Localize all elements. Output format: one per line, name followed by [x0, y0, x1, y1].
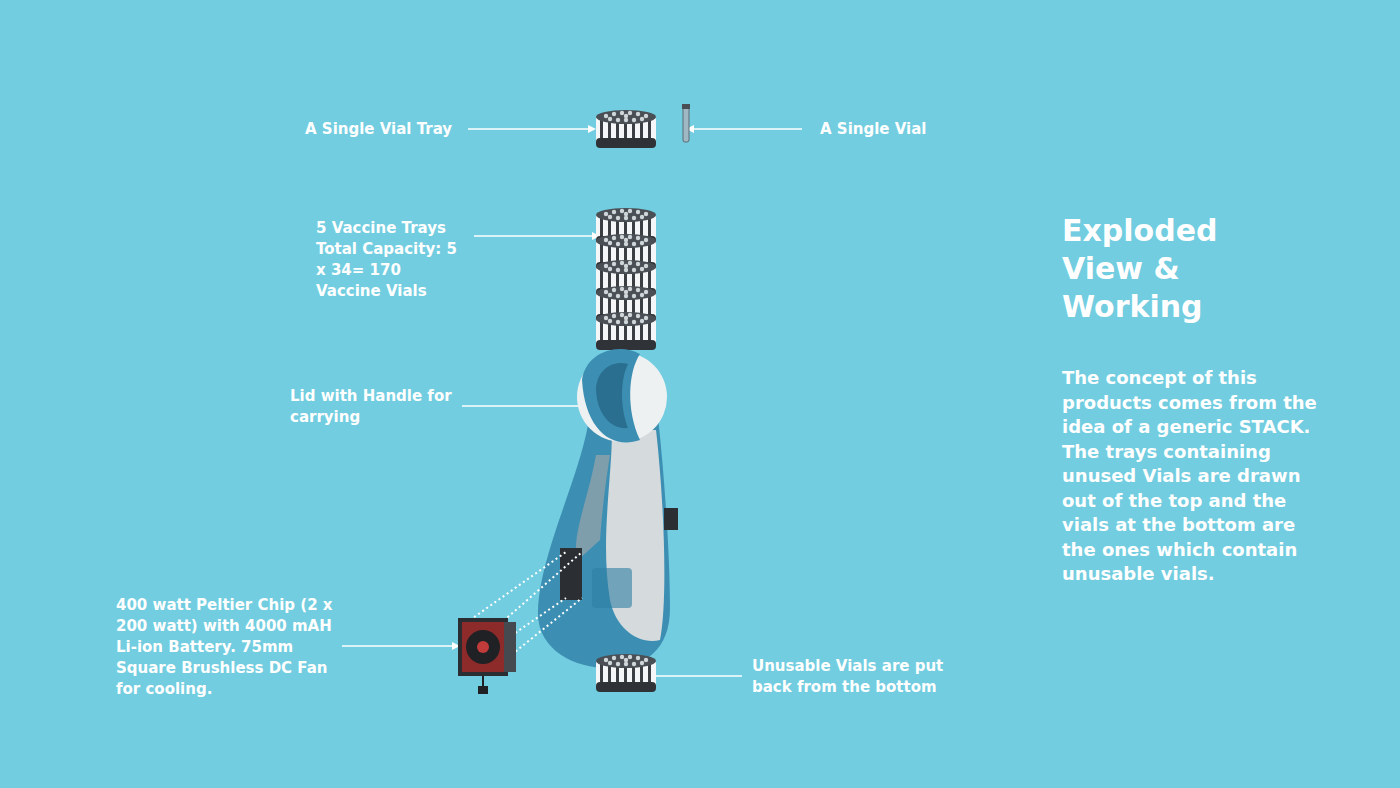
dotted-guides — [470, 552, 582, 664]
part-label: Lid with Handle for carrying — [290, 386, 462, 428]
arrowheads — [452, 125, 694, 680]
lid-with-handle — [577, 349, 667, 442]
part-label: A Single Vial Tray — [305, 119, 475, 140]
part-label: Unusable Vials are put back from the bot… — [752, 656, 982, 698]
component-spec: 400 watt Peltier Chip (2 x 200 watt) wit… — [116, 595, 338, 700]
peltier-fan-module — [458, 618, 516, 694]
capacity-note: 5 Vaccine Trays Total Capacity: 5 x 34= … — [316, 218, 466, 302]
description-text: The concept of this products comes from … — [1062, 366, 1324, 587]
page-title: Exploded View & Working — [1062, 212, 1262, 326]
vial-symbol — [682, 104, 690, 142]
cooler-body — [538, 418, 678, 668]
part-label: A Single Vial — [820, 119, 990, 140]
